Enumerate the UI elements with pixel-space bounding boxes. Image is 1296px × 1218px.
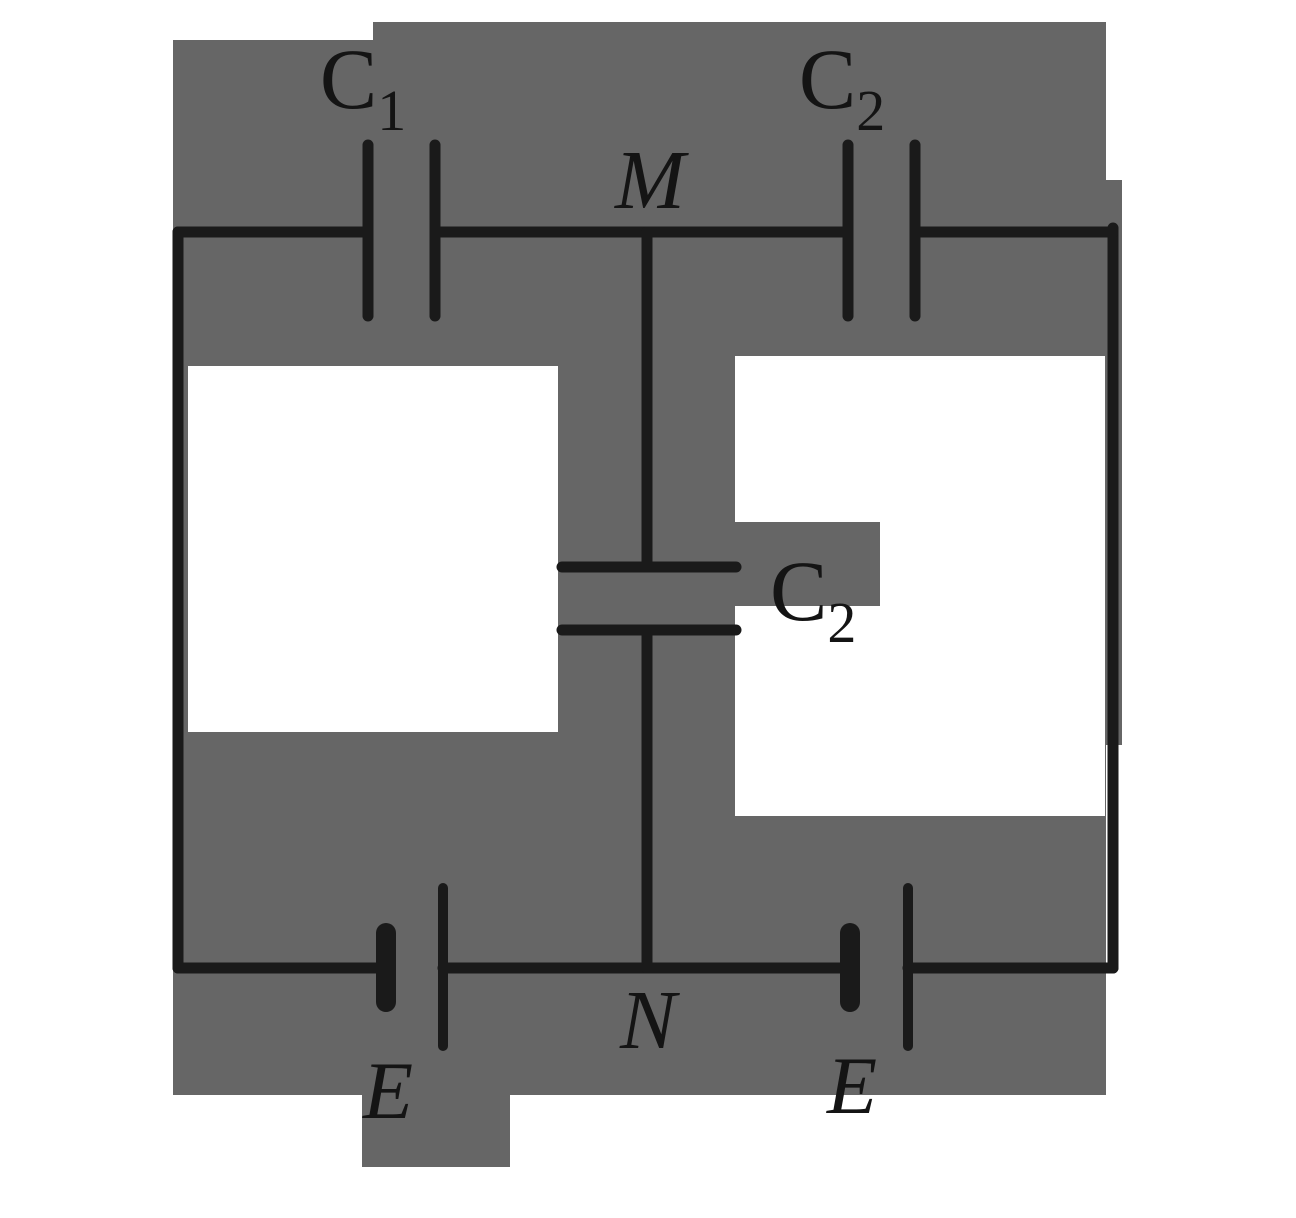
capacitor-c2-top-label: C2 <box>799 31 885 143</box>
battery-e-left <box>376 883 448 1051</box>
gray-panel-bottom-tab <box>362 1095 510 1167</box>
white-cutout-group <box>188 356 1105 816</box>
battery-e-left-label: E <box>362 1045 413 1136</box>
white-cutout-right-loop-right-strip <box>880 522 1105 606</box>
white-cutout-right-loop-upper <box>735 356 1105 522</box>
capacitor-c1-label-text: C <box>320 31 377 127</box>
labels-group: C1 C2 C2 M N E E <box>320 31 885 1136</box>
capacitor-c2-middle-label-text: C <box>770 543 827 639</box>
capacitor-c2-middle-label-subscript: 2 <box>827 590 856 655</box>
battery-e-right-label: E <box>826 1040 877 1131</box>
node-n-label: N <box>619 974 680 1067</box>
capacitor-c2-top-label-text: C <box>799 31 856 127</box>
capacitor-c2-middle <box>556 561 742 636</box>
node-m-label: M <box>614 134 689 227</box>
capacitor-c1-label: C1 <box>320 31 406 143</box>
white-cutout-right-loop-lower <box>735 606 1105 816</box>
battery-e-right <box>840 883 913 1051</box>
capacitor-c2-top <box>842 139 921 322</box>
capacitor-c1 <box>362 139 441 322</box>
white-cutout-left-loop <box>188 366 558 732</box>
wires-group <box>172 222 1119 974</box>
capacitor-c1-label-subscript: 1 <box>377 78 406 143</box>
capacitor-c2-top-label-subscript: 2 <box>856 78 885 143</box>
capacitor-c2-middle-label: C2 <box>770 543 856 655</box>
